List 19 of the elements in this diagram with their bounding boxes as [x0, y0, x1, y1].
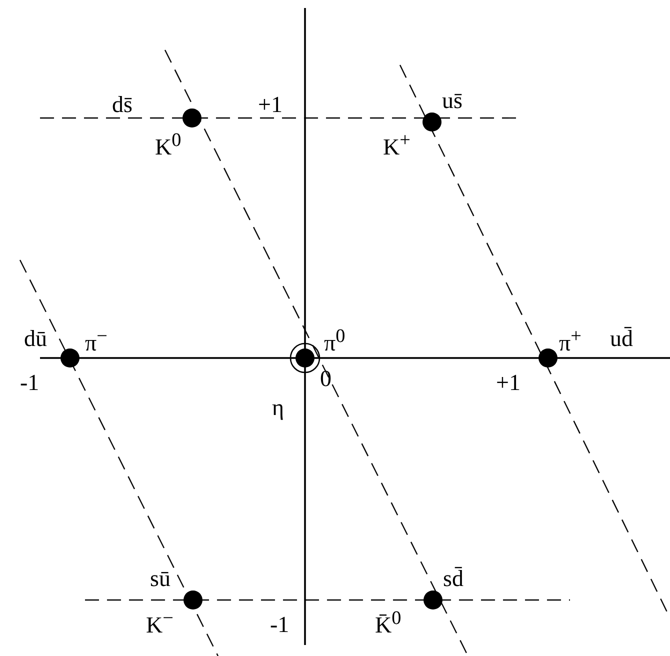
axis-tick-label: +1: [258, 92, 282, 118]
quark-content: us̄: [442, 88, 462, 114]
quark-content: sū: [150, 566, 170, 592]
particle-symbol: η: [272, 395, 284, 421]
particle-symbol: π$^{0}$: [324, 325, 346, 357]
axis-tick-label: -1: [20, 370, 40, 396]
particle-symbol: K̄$^{0}$: [375, 607, 402, 639]
particle-symbol: K$^{+}$: [383, 129, 410, 161]
quark-content: dū: [24, 326, 47, 352]
quark-content: ud̄: [610, 326, 633, 352]
particle-symbol: K$^{0}$: [155, 129, 182, 161]
axis-tick-label: 0: [320, 366, 332, 392]
particle-symbol: π$^{−}$: [85, 325, 108, 357]
quark-content: ds̄: [112, 92, 132, 118]
axis-tick-label: +1: [496, 370, 520, 396]
particle-symbol: π$^{+}$: [559, 325, 582, 357]
particle-symbol: K$^{−}$: [146, 607, 174, 639]
axis-tick-label: -1: [270, 612, 290, 638]
quark-content: sd̄: [443, 566, 464, 592]
